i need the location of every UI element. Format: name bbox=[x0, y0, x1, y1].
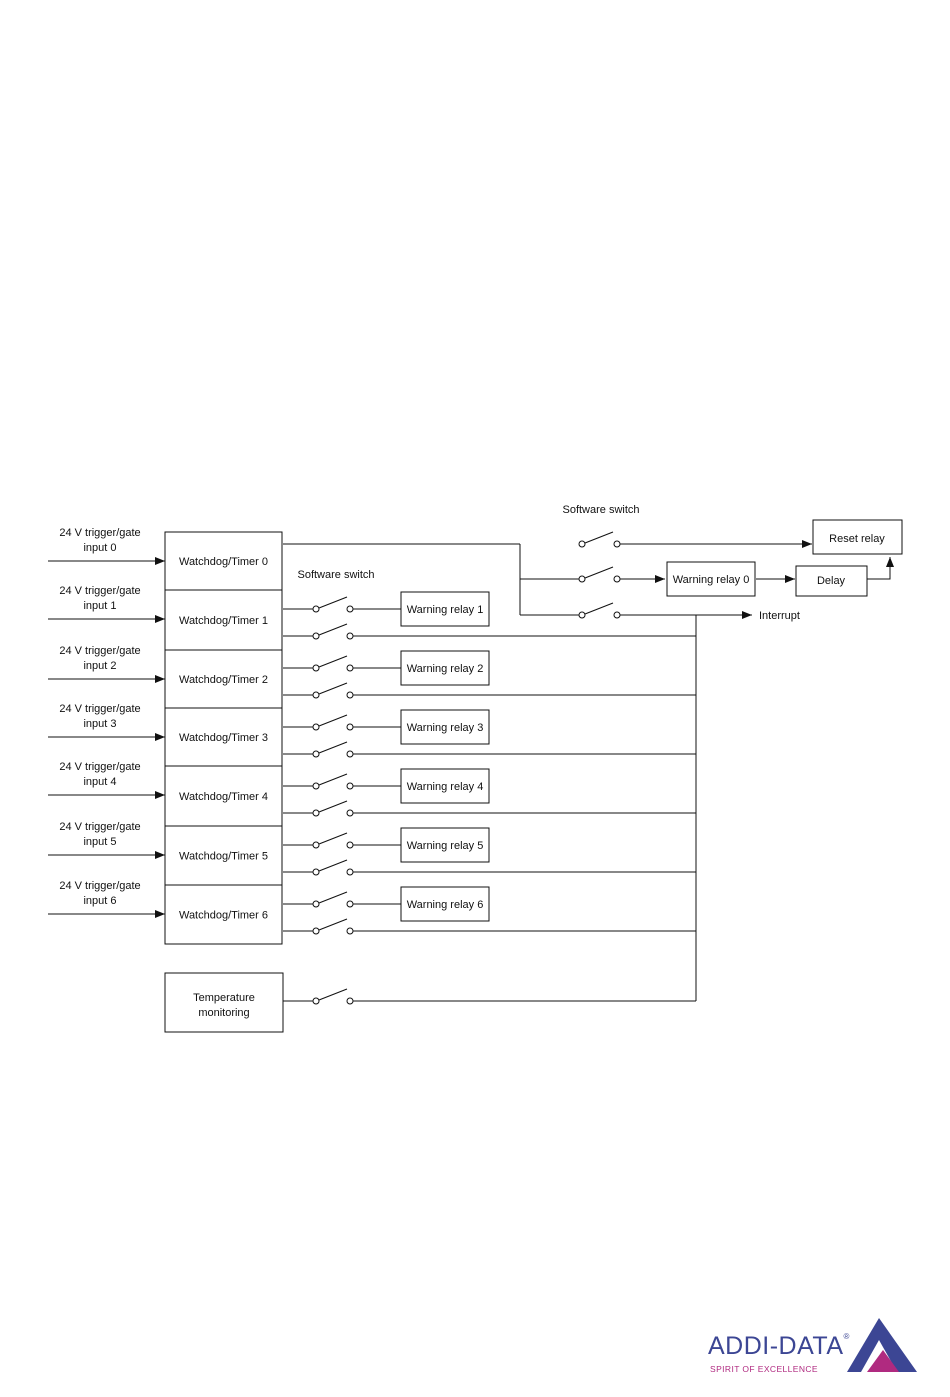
watchdog-timer-box bbox=[164, 884, 283, 945]
switch-lever bbox=[318, 655, 348, 668]
trigger-input-label-line1: 24 V trigger/gate bbox=[59, 821, 140, 833]
trigger-input-label-line2: input 3 bbox=[83, 718, 116, 730]
warning-relay-label: Warning relay 5 bbox=[407, 840, 484, 852]
temperature-label-line1: Temperature bbox=[193, 992, 255, 1004]
switch-lever bbox=[318, 800, 348, 813]
switch-contact bbox=[312, 664, 320, 672]
switch-contact bbox=[312, 723, 320, 731]
trigger-input-label-line1: 24 V trigger/gate bbox=[59, 761, 140, 773]
warning-relay-label: Warning relay 3 bbox=[407, 722, 484, 734]
trigger-input-label-line2: input 4 bbox=[83, 776, 116, 788]
switch-lever bbox=[318, 773, 348, 786]
watchdog-timer-label: Watchdog/Timer 6 bbox=[179, 910, 268, 922]
switch-contact bbox=[346, 664, 354, 672]
temperature-label-line2: monitoring bbox=[198, 1007, 249, 1019]
logo-registered-mark: ® bbox=[843, 1332, 850, 1341]
trigger-input-label-line2: input 5 bbox=[83, 836, 116, 848]
switch-contact bbox=[346, 750, 354, 758]
software-switch-left-label: Software switch bbox=[297, 569, 374, 581]
watchdog-timer-label: Watchdog/Timer 1 bbox=[179, 615, 268, 627]
trigger-input-label-line1: 24 V trigger/gate bbox=[59, 645, 140, 657]
temperature-monitoring-box bbox=[164, 972, 284, 1033]
switch-contact bbox=[346, 841, 354, 849]
warning-relay-box bbox=[400, 650, 490, 686]
warning-relay-box bbox=[400, 886, 490, 922]
trigger-input-label-line1: 24 V trigger/gate bbox=[59, 880, 140, 892]
switch-contact bbox=[312, 632, 320, 640]
delay-box bbox=[795, 565, 868, 597]
timer-rows: Watchdog/Timer 0 24 V trigger/gate input 0… bbox=[48, 527, 696, 945]
reset-relay-label: Reset relay bbox=[829, 533, 885, 545]
switch-contact bbox=[346, 927, 354, 935]
watchdog-timer-box bbox=[164, 531, 283, 591]
trigger-input-label-line1: 24 V trigger/gate bbox=[59, 703, 140, 715]
watchdog-timer-label: Watchdog/Timer 2 bbox=[179, 674, 268, 686]
watchdog-timer-label: Watchdog/Timer 0 bbox=[179, 556, 268, 568]
switch-contact bbox=[346, 782, 354, 790]
logo-name: ADDI-DATA bbox=[708, 1332, 844, 1360]
warning-relay-label: Warning relay 2 bbox=[407, 663, 484, 675]
watchdog-timer-box bbox=[164, 825, 283, 886]
trigger-input-label-line2: input 1 bbox=[83, 600, 116, 612]
trigger-input-label-line2: input 0 bbox=[83, 542, 116, 554]
switch-contact bbox=[346, 900, 354, 908]
switch-lever bbox=[318, 741, 348, 754]
switch-contact bbox=[346, 632, 354, 640]
switch-lever bbox=[318, 623, 348, 636]
watchdog-timer-label: Watchdog/Timer 5 bbox=[179, 851, 268, 863]
switch-lever bbox=[318, 682, 348, 695]
switch-lever bbox=[318, 891, 348, 904]
output-blocks: Reset relay Warning relay 0 Delay Interr… bbox=[666, 519, 903, 622]
switch-contact bbox=[312, 605, 320, 613]
switch-contact bbox=[346, 809, 354, 817]
logo-wordmark: ADDI-DATA® bbox=[708, 1332, 850, 1361]
interrupt-label: Interrupt bbox=[759, 610, 800, 622]
switch-contact bbox=[312, 782, 320, 790]
watchdog-timer-box bbox=[164, 589, 283, 651]
switch-contact bbox=[312, 927, 320, 935]
warning-relay-0-label: Warning relay 0 bbox=[673, 574, 750, 586]
software-switch-top-label: Software switch bbox=[562, 504, 639, 516]
warning-relay-label: Warning relay 1 bbox=[407, 604, 484, 616]
switch-contact bbox=[346, 691, 354, 699]
logo-tagline: SPIRIT OF EXCELLENCE bbox=[710, 1364, 818, 1374]
warning-relay-box bbox=[400, 709, 490, 745]
switch-contact bbox=[312, 691, 320, 699]
switch-lever bbox=[318, 832, 348, 845]
switch-lever bbox=[318, 918, 348, 931]
switch-lever bbox=[318, 859, 348, 872]
switch-contact bbox=[346, 605, 354, 613]
warning-relay-label: Warning relay 6 bbox=[407, 899, 484, 911]
warning-relay-box bbox=[400, 591, 490, 627]
watchdog-timer-box bbox=[164, 649, 283, 709]
trigger-input-label-line1: 24 V trigger/gate bbox=[59, 585, 140, 597]
trigger-input-label-line1: 24 V trigger/gate bbox=[59, 527, 140, 539]
trigger-input-label-line2: input 2 bbox=[83, 660, 116, 672]
warning-relay-0-box bbox=[666, 561, 756, 597]
switch-contact bbox=[312, 809, 320, 817]
switch-contact bbox=[312, 900, 320, 908]
switch-contact bbox=[312, 750, 320, 758]
switch-lever bbox=[318, 714, 348, 727]
watchdog-timer-box bbox=[164, 707, 283, 767]
reset-relay-box bbox=[812, 519, 903, 555]
top-software-switches bbox=[312, 531, 621, 1005]
warning-relay-box bbox=[400, 768, 490, 804]
watchdog-timer-box bbox=[164, 765, 283, 827]
switch-contact bbox=[346, 723, 354, 731]
switch-lever bbox=[318, 596, 348, 609]
watchdog-timer-label: Watchdog/Timer 3 bbox=[179, 732, 268, 744]
logo-triangle-icon bbox=[847, 1318, 917, 1372]
trigger-input-label-line2: input 6 bbox=[83, 895, 116, 907]
warning-relay-box bbox=[400, 827, 490, 863]
connection-lines bbox=[283, 540, 894, 1002]
company-logo: ADDI-DATA® SPIRIT OF EXCELLENCE bbox=[708, 1318, 923, 1380]
watchdog-timer-label: Watchdog/Timer 4 bbox=[179, 791, 268, 803]
switch-contact bbox=[312, 868, 320, 876]
delay-label: Delay bbox=[817, 575, 846, 587]
switch-contact bbox=[346, 868, 354, 876]
warning-relay-label: Warning relay 4 bbox=[407, 781, 484, 793]
switch-contact bbox=[312, 841, 320, 849]
